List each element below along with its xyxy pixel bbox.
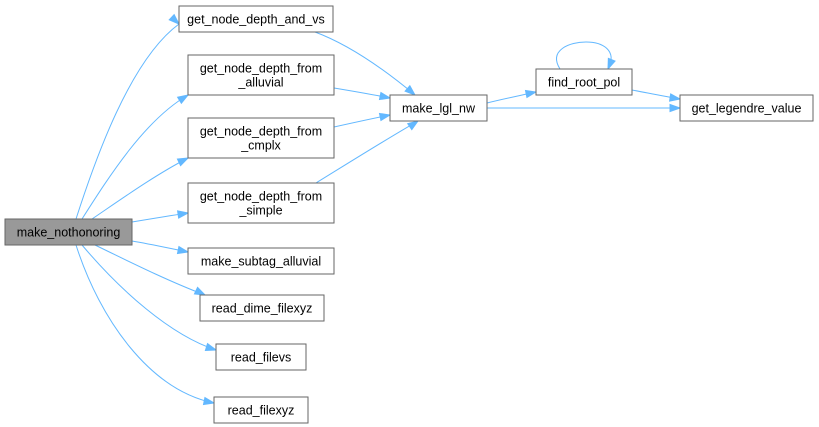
node-box (178, 5, 334, 33)
edge-make_nothonoring-to-get_node_depth_from_alluvial (81, 94, 190, 220)
arrowhead (668, 93, 682, 102)
edge-line (81, 94, 189, 220)
edge-line (81, 244, 217, 351)
edge-line (556, 41, 612, 70)
arrowhead (176, 210, 190, 219)
edge-make_nothonoring-to-get_node_depth_from_simple (131, 210, 190, 223)
node-box (187, 182, 335, 224)
edge-make_nothonoring-to-read_dime_filexyz (94, 244, 207, 296)
arrowhead (176, 245, 190, 255)
edge-make_nothonoring-to-get_node_depth_and_vs (75, 13, 181, 220)
arrowhead (202, 396, 216, 406)
node-label: get_node_depth_from (200, 190, 322, 204)
edge-make_nothonoring-to-read_filexyz (75, 244, 216, 406)
edge-make_nothonoring-to-make_subtag_alluvial (131, 240, 190, 255)
node-find-root-pol[interactable]: find_root_pol (535, 68, 633, 96)
node-box (679, 94, 814, 122)
edge-get_node_depth_from_simple-to-make_lgl_nw (315, 120, 420, 184)
node-box (187, 117, 335, 159)
arrowhead (406, 120, 420, 131)
node-read-filevs[interactable]: read_filevs (215, 343, 307, 371)
node-label: get_node_depth_and_vs (187, 13, 325, 27)
node-box (535, 68, 633, 96)
node-box (187, 54, 335, 96)
node-box (187, 247, 335, 275)
node-make-nothonoring[interactable]: make_nothonoring (4, 218, 133, 246)
edge-line (315, 120, 419, 184)
node-label: read_dime_filexyz (212, 302, 313, 316)
arrowhead (193, 286, 207, 296)
edge-make_nothonoring-to-read_filevs (81, 244, 218, 352)
edge-line (314, 31, 416, 96)
node-label: get_node_depth_from (200, 62, 322, 76)
edge-get_node_depth_from_cmplx-to-make_lgl_nw (333, 112, 392, 128)
node-label: _cmplx (240, 139, 281, 153)
node-box (4, 218, 133, 246)
node-label: make_lgl_nw (402, 102, 476, 116)
nodes-layer: make_nothonoring get_node_depth_and_vsget… (4, 5, 814, 424)
node-box (215, 343, 307, 371)
edge-make_nothonoring-to-get_node_depth_from_cmplx (91, 157, 190, 220)
node-label: read_filexyz (228, 404, 295, 418)
edge-line (75, 244, 215, 404)
node-make-subtag-alluvial[interactable]: make_subtag_alluvial (187, 247, 335, 275)
arrowhead (607, 57, 616, 71)
node-read-dime-filexyz[interactable]: read_dime_filexyz (199, 294, 325, 322)
node-get-legendre-value[interactable]: get_legendre_value (679, 94, 814, 122)
node-get-node-depth-from-cmplx[interactable]: get_node_depth_from_cmplx (187, 117, 335, 159)
edge-find_root_pol-to-get_legendre_value (631, 89, 682, 102)
node-label: read_filevs (231, 351, 291, 365)
edge-line (75, 23, 180, 220)
arrowhead (168, 13, 181, 26)
node-label: make_nothonoring (17, 226, 121, 240)
arrowhead (378, 91, 392, 101)
arrowhead (378, 112, 392, 122)
node-read-filexyz[interactable]: read_filexyz (213, 396, 309, 424)
node-label: make_subtag_alluvial (201, 255, 321, 269)
node-get-node-depth-from-simple[interactable]: get_node_depth_from_simple (187, 182, 335, 224)
node-box (389, 94, 488, 122)
edge-get_node_depth_from_alluvial-to-make_lgl_nw (333, 87, 392, 101)
edge-get_node_depth_and_vs-to-make_lgl_nw (314, 31, 417, 96)
edge-make_lgl_nw-to-get_legendre_value (487, 103, 682, 113)
arrowhead (204, 342, 218, 352)
arrowhead (176, 94, 190, 105)
node-label: _simple (238, 204, 282, 218)
node-box (199, 294, 325, 322)
node-label: find_root_pol (548, 76, 620, 90)
edges-layer (75, 13, 682, 406)
edge-line (94, 244, 206, 296)
node-get-node-depth-from-alluvial[interactable]: get_node_depth_from_alluvial (187, 54, 335, 96)
node-label: _alluvial (237, 76, 283, 90)
node-label: get_legendre_value (692, 102, 802, 116)
node-label: get_node_depth_from (200, 125, 322, 139)
node-get-node-depth-and-vs[interactable]: get_node_depth_and_vs (178, 5, 334, 33)
edge-line (91, 157, 189, 220)
node-make-lgl-nw[interactable]: make_lgl_nw (389, 94, 488, 122)
node-box (213, 396, 309, 424)
arrowhead (669, 103, 682, 113)
arrowhead (524, 89, 538, 99)
edge-find_root_pol-to-find_root_pol (556, 41, 616, 71)
arrowhead (176, 157, 190, 167)
arrowhead (404, 84, 417, 96)
edge-make_lgl_nw-to-find_root_pol (486, 89, 538, 104)
